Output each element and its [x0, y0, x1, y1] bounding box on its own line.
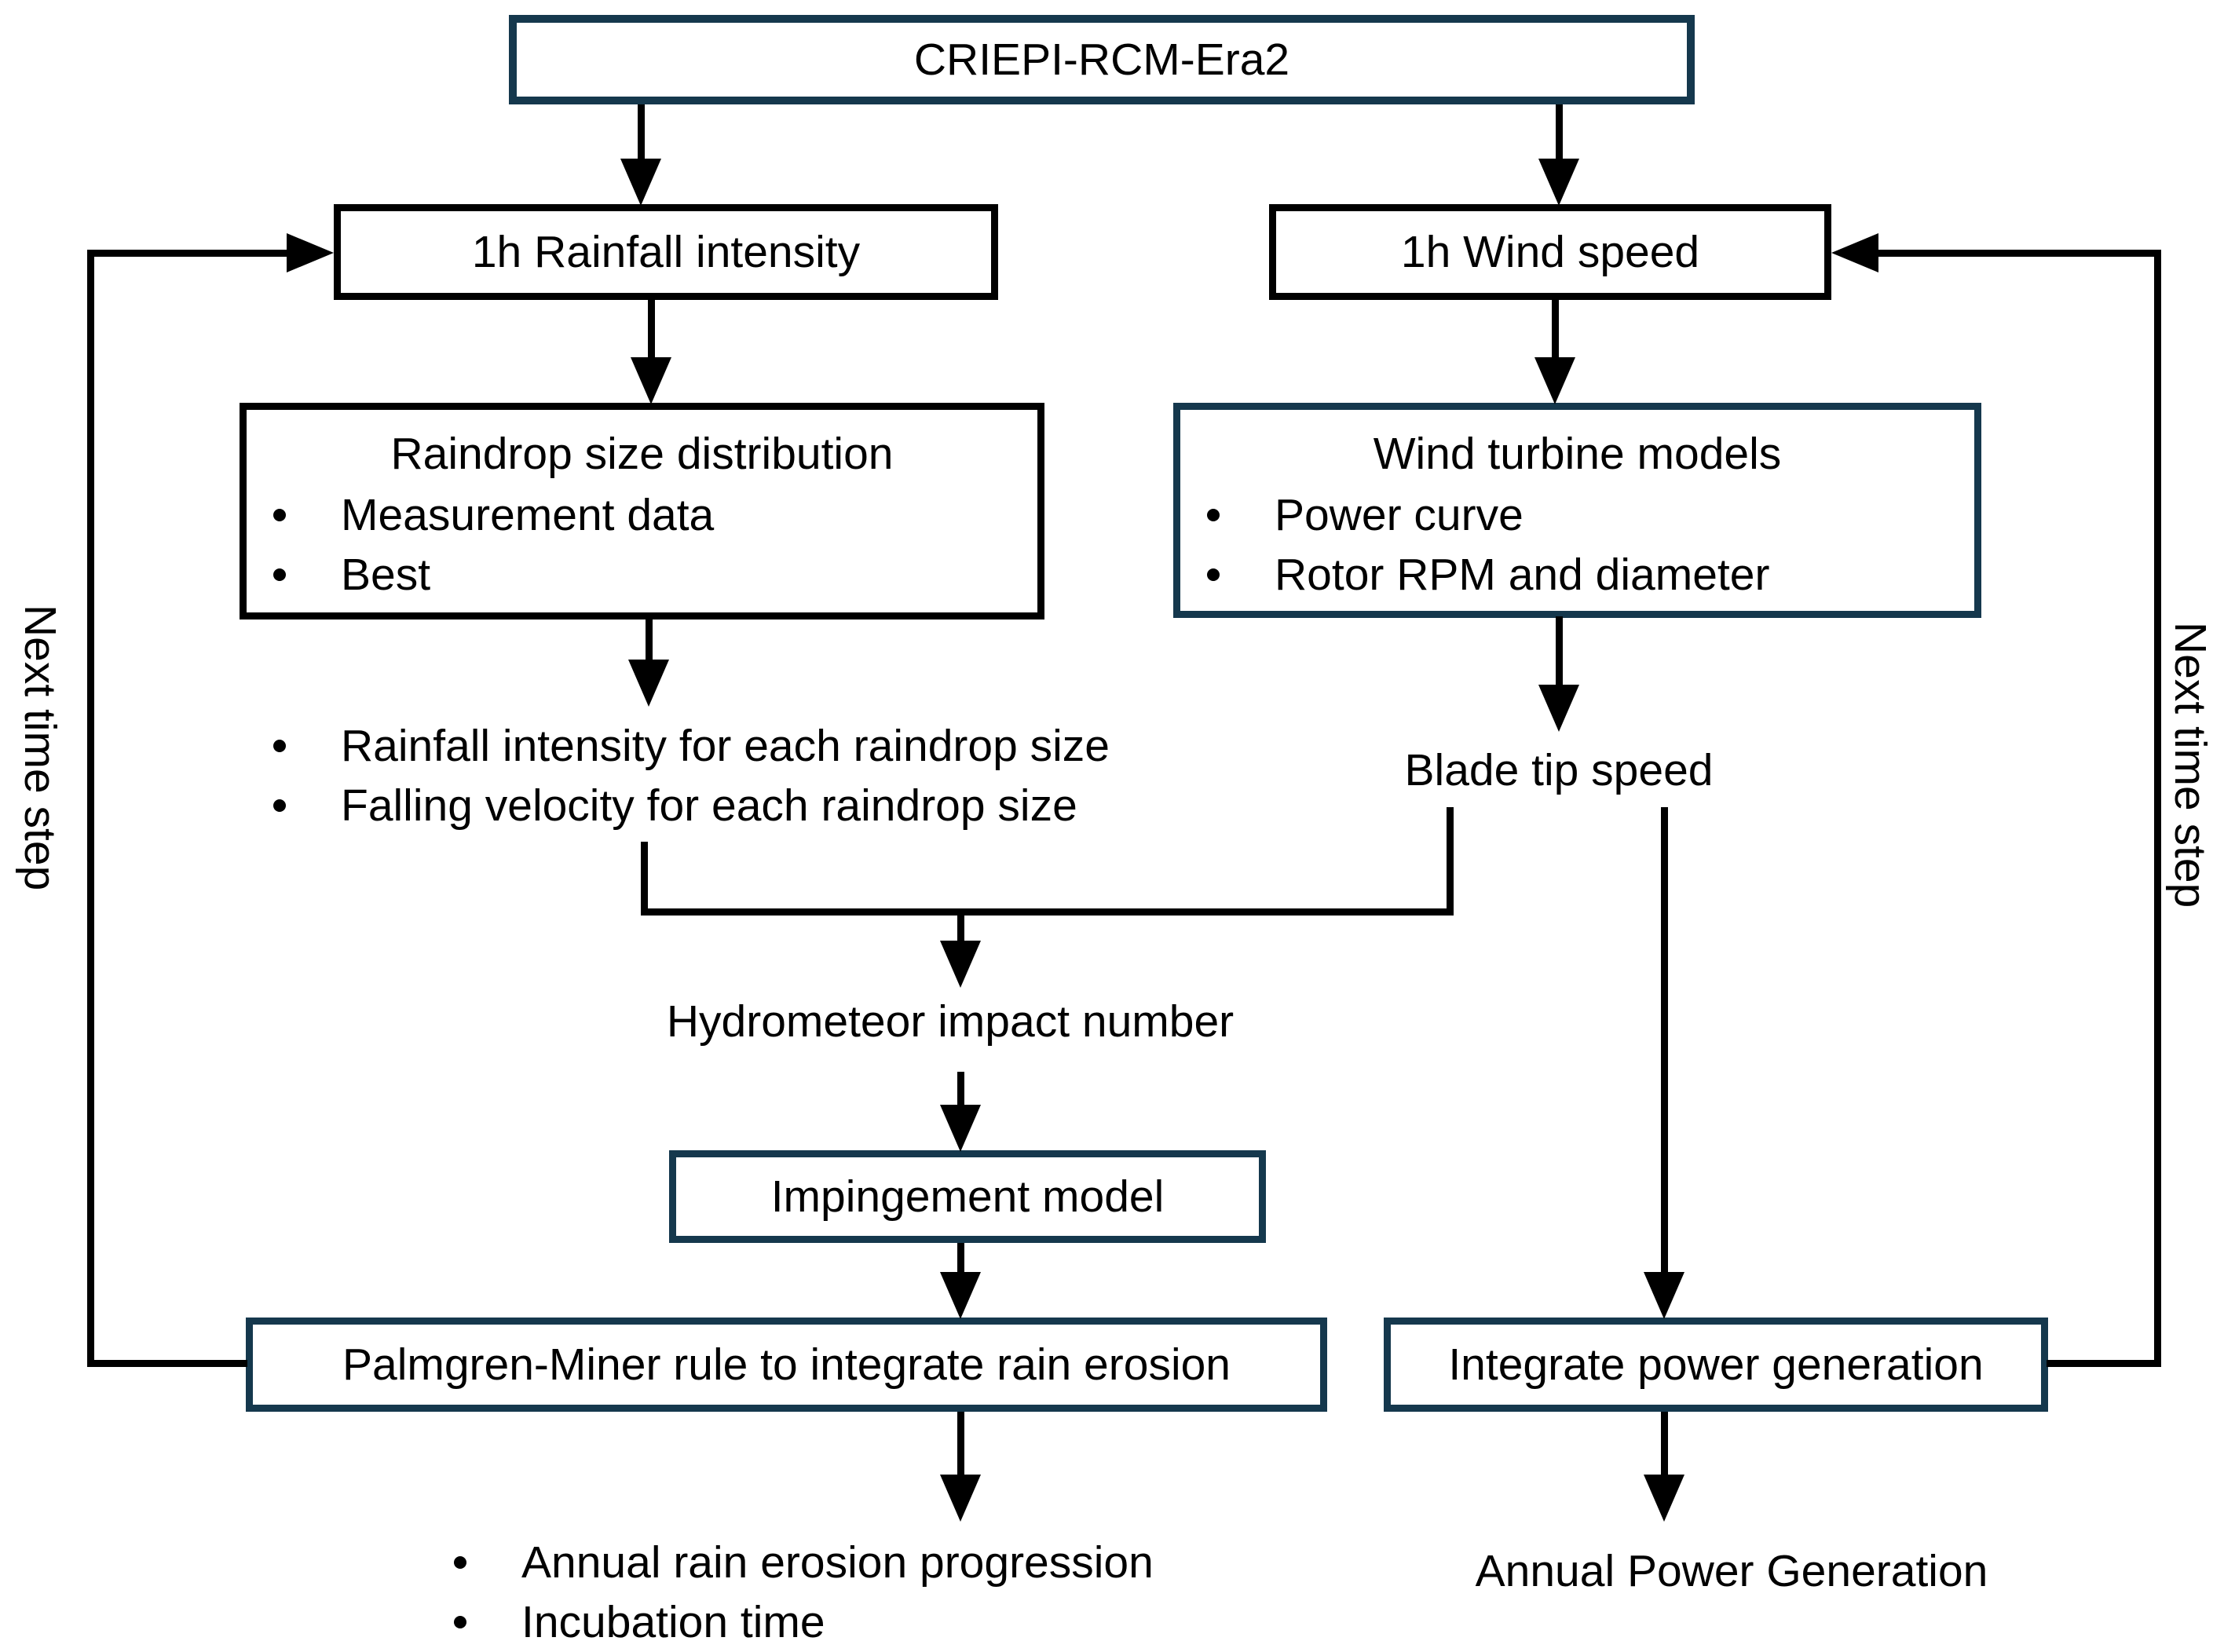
list-item: Annual rain erosion progression [441, 1533, 1541, 1592]
wind-turbine-models-box: Wind turbine models Power curve Rotor RP… [1173, 403, 1981, 618]
wind-turbine-models-title: Wind turbine models [1373, 429, 1782, 479]
left-loop-bottom-line [87, 1360, 247, 1367]
arrow-hydrometeor-to-impingement-stem [957, 1072, 964, 1111]
integrate-power-generation-box: Integrate power generation [1384, 1318, 2048, 1412]
wind-speed-label: 1h Wind speed [1400, 227, 1700, 277]
arrow-rainfall-to-raindrop-stem [648, 297, 655, 360]
bullet-incubation-time: Incubation time [521, 1597, 825, 1647]
palmgren-miner-label: Palmgren-Miner rule to integrate rain er… [342, 1340, 1231, 1390]
bullet-falling-velocity-per-size: Falling velocity for each raindrop size [341, 780, 1077, 831]
list-item: Rotor RPM and diameter [1180, 545, 1974, 605]
bullet-dot-icon [273, 568, 286, 581]
left-loop-vertical-line [87, 250, 94, 1367]
bullet-dot-icon [273, 740, 286, 752]
arrow-bladetip-to-power-stem [1661, 807, 1668, 1278]
erosion-output-bullets: Annual rain erosion progression Incubati… [441, 1533, 1541, 1652]
arrow-merge-to-hydrometeor-head [940, 941, 981, 988]
list-item: Best [247, 545, 1037, 605]
raindrop-bullet-measurement-data: Measurement data [341, 490, 715, 540]
arrow-windspeed-to-turbine-stem [1552, 297, 1559, 360]
arrow-palmgren-to-output-stem [957, 1412, 964, 1481]
raindrop-derived-bullets: Rainfall intensity for each raindrop siz… [261, 716, 1439, 835]
arrow-bladetip-to-power-head [1644, 1272, 1684, 1319]
arrow-windspeed-to-turbine-head [1534, 357, 1575, 404]
bullet-dot-icon [273, 509, 286, 521]
merge-line-from-bladetip [1447, 807, 1454, 916]
left-loop-arrow-head [287, 233, 334, 272]
list-item: Incubation time [441, 1592, 1541, 1652]
integrate-power-generation-label: Integrate power generation [1448, 1340, 1984, 1390]
arrow-turbine-to-bladetip-stem [1556, 616, 1563, 691]
bullet-dot-icon [1207, 568, 1220, 581]
rainfall-intensity-label: 1h Rainfall intensity [471, 227, 861, 277]
right-loop-top-line [1877, 250, 2161, 257]
arrow-top-to-windspeed-stem [1556, 104, 1563, 167]
arrow-power-to-annual-stem [1661, 1412, 1668, 1481]
bullet-dot-icon [1207, 509, 1220, 521]
merge-line-horizontal [641, 908, 1454, 916]
right-loop-bottom-line [2047, 1360, 2161, 1367]
arrow-rainfall-to-raindrop-head [631, 357, 671, 404]
arrow-impingement-to-palmgren-stem [957, 1243, 964, 1278]
wind-speed-box: 1h Wind speed [1269, 204, 1831, 300]
arrow-palmgren-to-output-head [940, 1475, 981, 1522]
arrow-power-to-annual-head [1644, 1475, 1684, 1522]
merge-line-from-bullets [641, 842, 648, 916]
turbine-bullet-rotor-rpm: Rotor RPM and diameter [1275, 550, 1770, 600]
list-item: Rainfall intensity for each raindrop siz… [261, 716, 1439, 776]
arrow-raindrop-to-bullets-stem [646, 616, 653, 663]
next-time-step-right-label: Next time step [2165, 622, 2215, 908]
criepi-rcm-era2-label: CRIEPI-RCM-Era2 [913, 35, 1290, 85]
arrow-top-to-rainfall-stem [638, 104, 645, 167]
impingement-model-label: Impingement model [770, 1171, 1165, 1222]
bullet-dot-icon [273, 799, 286, 812]
raindrop-size-distribution-box: Raindrop size distribution Measurement d… [240, 403, 1044, 620]
arrow-top-to-rainfall-head [620, 159, 661, 206]
bullet-annual-rain-erosion: Annual rain erosion progression [521, 1537, 1154, 1588]
arrow-impingement-to-palmgren-head [940, 1272, 981, 1319]
arrow-turbine-to-bladetip-head [1538, 685, 1579, 732]
arrow-raindrop-to-bullets-head [628, 660, 669, 707]
arrow-hydrometeor-to-impingement-head [940, 1105, 981, 1152]
blade-tip-speed-label: Blade tip speed [1404, 745, 1714, 795]
left-loop-top-line [87, 250, 291, 257]
list-item: Power curve [1180, 485, 1974, 545]
impingement-model-box: Impingement model [669, 1150, 1266, 1243]
list-item: Measurement data [247, 485, 1037, 545]
bullet-dot-icon [454, 1556, 466, 1569]
arrow-top-to-windspeed-head [1538, 159, 1579, 206]
list-item: Falling velocity for each raindrop size [261, 776, 1439, 835]
right-loop-arrow-head [1831, 233, 1878, 272]
bullet-rainfall-intensity-per-size: Rainfall intensity for each raindrop siz… [341, 721, 1110, 771]
rainfall-intensity-box: 1h Rainfall intensity [334, 204, 998, 300]
bullet-dot-icon [454, 1616, 466, 1628]
raindrop-size-distribution-title: Raindrop size distribution [390, 429, 894, 479]
hydrometeor-impact-number-label: Hydrometeor impact number [666, 996, 1235, 1047]
right-loop-vertical-line [2154, 250, 2161, 1367]
annual-power-generation-label: Annual Power Generation [1475, 1546, 1988, 1596]
criepi-rcm-era2-box: CRIEPI-RCM-Era2 [509, 15, 1695, 104]
next-time-step-left-label: Next time step [15, 605, 65, 891]
arrow-merge-to-hydrometeor-stem [957, 908, 964, 946]
turbine-bullet-power-curve: Power curve [1275, 490, 1524, 540]
palmgren-miner-box: Palmgren-Miner rule to integrate rain er… [246, 1318, 1327, 1412]
raindrop-bullet-best: Best [341, 550, 431, 600]
